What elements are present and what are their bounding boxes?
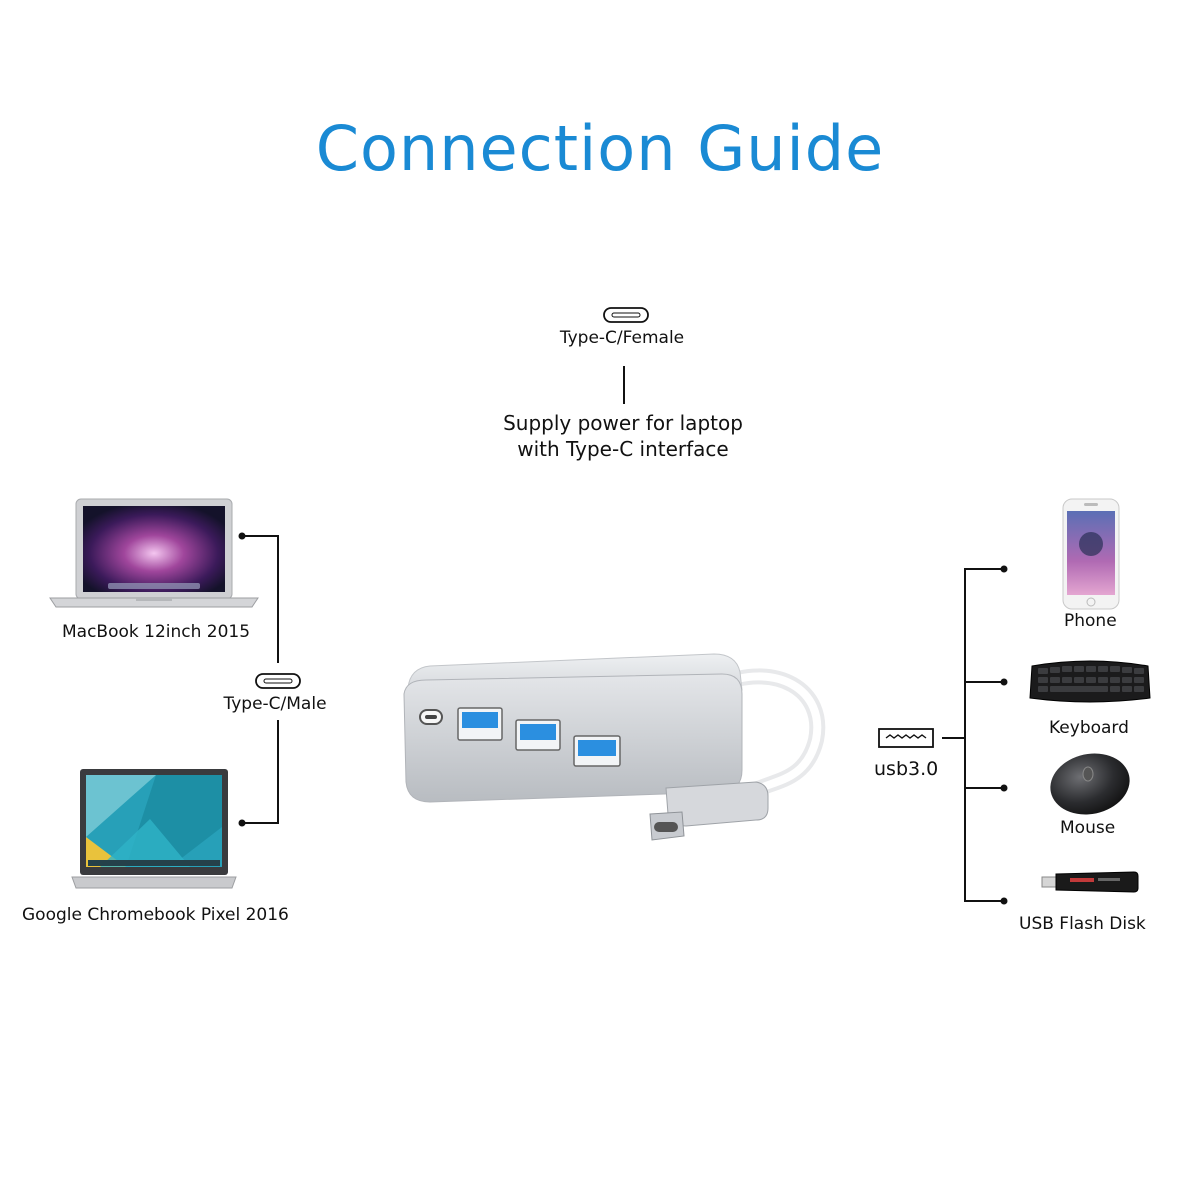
- supply-line-1: Supply power for laptop: [503, 411, 743, 435]
- type-c-port-icon: [255, 673, 301, 689]
- connector-line: [277, 720, 279, 824]
- chromebook-image: [71, 769, 237, 889]
- type-c-male-label: Type-C/Male: [223, 694, 327, 714]
- supply-description: Supply power for laptop with Type-C inte…: [503, 410, 743, 462]
- usb-port-icon: [878, 728, 934, 748]
- connector-line: [277, 535, 279, 663]
- macbook-image: [49, 498, 259, 608]
- connector-line: [623, 366, 625, 404]
- phone-image: [1062, 498, 1120, 610]
- device-name: Phone: [1064, 611, 1117, 631]
- connector-dot: [1000, 784, 1008, 792]
- connector-line: [242, 822, 278, 824]
- device-name: USB Flash Disk: [1019, 914, 1146, 934]
- connector-line: [964, 681, 1004, 683]
- connector-line: [964, 900, 1004, 902]
- type-c-female-label: Type-C/Female: [559, 328, 685, 348]
- mouse-image: [1050, 753, 1130, 815]
- connector-line: [964, 568, 1004, 570]
- connector-dot: [1000, 565, 1008, 573]
- device-name: Keyboard: [1049, 718, 1129, 738]
- page-title: Connection Guide: [315, 112, 885, 185]
- laptop-name: Google Chromebook Pixel 2016: [22, 905, 289, 925]
- connector-dot: [238, 819, 246, 827]
- type-c-port-icon: [603, 307, 649, 323]
- usb-flash-disk-image: [1041, 871, 1139, 893]
- usb3-label: usb3.0: [874, 758, 939, 780]
- connector-line: [242, 535, 278, 537]
- keyboard-image: [1029, 660, 1151, 703]
- connector-line: [942, 737, 966, 739]
- connector-dot: [1000, 897, 1008, 905]
- supply-line-2: with Type-C interface: [517, 437, 729, 461]
- device-name: Mouse: [1060, 818, 1116, 838]
- connector-line: [964, 568, 966, 902]
- laptop-name: MacBook 12inch 2015: [62, 622, 251, 642]
- connector-dot: [1000, 678, 1008, 686]
- connector-line: [964, 787, 1004, 789]
- usb-c-hub-image: [403, 653, 826, 841]
